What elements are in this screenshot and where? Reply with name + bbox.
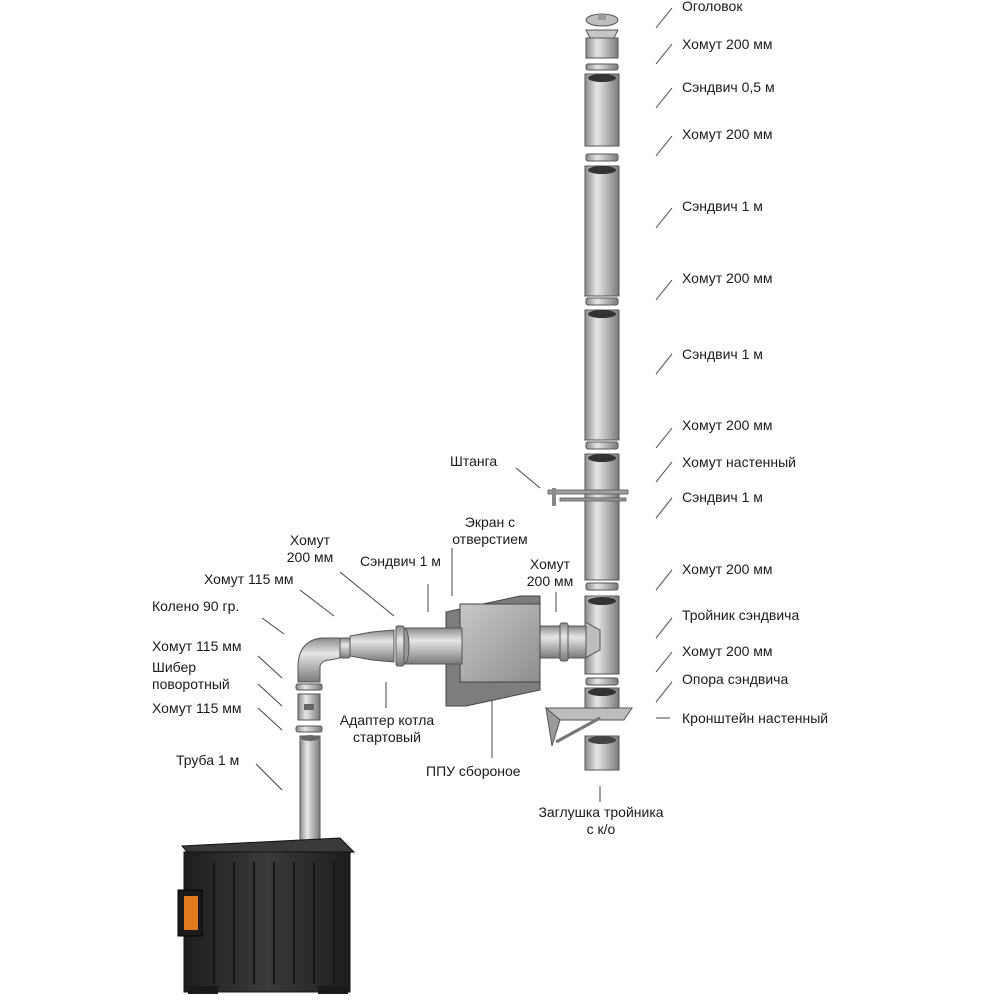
label-ekran-line2: отверстием bbox=[452, 531, 528, 547]
label-khomut-nastenny: Хомут настенный bbox=[682, 454, 796, 470]
sandwich-1-horizontal bbox=[398, 627, 463, 665]
sandwich-0-5 bbox=[584, 73, 620, 147]
label-zaglushka-line2: с к/о bbox=[586, 821, 616, 837]
clamp-200-3 bbox=[585, 297, 619, 306]
wall-clamp-rod bbox=[547, 488, 629, 506]
label-khomut-200-mid: Хомут 200 мм bbox=[512, 556, 588, 590]
fire-window bbox=[184, 896, 198, 930]
label-shiber-line1: Шибер bbox=[152, 659, 197, 675]
label-khomut-200-6: Хомут 200 мм bbox=[682, 643, 773, 659]
label-khomut-200-3: Хомут 200 мм bbox=[682, 270, 773, 286]
clamp-200-top bbox=[585, 63, 619, 71]
label-sendvich-1-b: Сэндвич 1 м bbox=[682, 346, 763, 362]
elbow-90 bbox=[297, 637, 341, 683]
clamp-200-6 bbox=[585, 677, 619, 686]
chimney-cap bbox=[585, 13, 619, 59]
label-sendvich-1-a: Сэндвич 1 м bbox=[682, 198, 763, 214]
sandwich-1-b bbox=[584, 309, 620, 441]
tee-plug bbox=[584, 735, 620, 771]
clamp-115-2 bbox=[295, 683, 323, 691]
sandwich-1-a bbox=[584, 165, 620, 297]
label-khomut-200-5: Хомут 200 мм bbox=[682, 561, 773, 577]
clamp-200-2 bbox=[585, 153, 619, 162]
clamp-115-1 bbox=[339, 637, 351, 659]
label-kronshteyn: Кронштейн настенный bbox=[682, 710, 829, 726]
label-khomut-200-4: Хомут 200 мм bbox=[682, 417, 773, 433]
label-ekran-line1: Экран с bbox=[464, 514, 516, 530]
boiler-adapter bbox=[349, 629, 395, 663]
label-adapter-line1: Адаптер котла bbox=[339, 712, 435, 728]
clamp-115-3 bbox=[295, 725, 323, 733]
clamp-200-5 bbox=[585, 582, 619, 591]
label-adapter: Адаптер котла стартовый bbox=[332, 712, 442, 746]
horizontal-run bbox=[295, 595, 587, 845]
label-khomut-200-1: Хомут 200 мм bbox=[682, 36, 773, 52]
clamp-200-4 bbox=[585, 441, 619, 450]
sandwich-tee bbox=[584, 595, 620, 675]
leader-lines bbox=[255, 7, 673, 802]
label-khomut-200-2: Хомут 200 мм bbox=[682, 126, 773, 142]
label-sendvich-05: Сэндвич 0,5 м bbox=[682, 79, 775, 95]
label-khomut-200-left-line2: 200 мм bbox=[286, 549, 334, 565]
label-khomut-200-mid-line2: 200 мм bbox=[526, 573, 574, 589]
stove bbox=[177, 837, 356, 994]
label-truba: Труба 1 м bbox=[176, 752, 240, 768]
label-zaglushka: Заглушка тройника с к/о bbox=[526, 804, 676, 838]
label-shiber: Шибер поворотный bbox=[152, 659, 230, 693]
sandwich-support bbox=[584, 687, 620, 709]
label-khomut-115-1: Хомут 115 мм bbox=[204, 571, 294, 587]
label-shiber-line2: поворотный bbox=[152, 676, 230, 692]
label-sendvich-1-h: Сэндвич 1 м bbox=[360, 553, 441, 569]
label-ekran: Экран с отверстием bbox=[440, 514, 540, 548]
vertical-chimney bbox=[544, 13, 633, 771]
label-khomut-200-left: Хомут 200 мм bbox=[272, 532, 348, 566]
label-khomut-200-mid-line1: Хомут bbox=[529, 556, 571, 572]
wall-bracket bbox=[544, 706, 633, 747]
label-ppu: ППУ сбороное bbox=[426, 763, 521, 779]
clamp-200-left bbox=[395, 625, 405, 667]
label-khomut-115-2: Хомут 115 мм bbox=[152, 638, 242, 654]
label-shtanga: Штанга bbox=[450, 453, 498, 469]
label-sendvich-1-c: Сэндвич 1 м bbox=[682, 489, 763, 505]
label-khomut-115-3: Хомут 115 мм bbox=[152, 700, 242, 716]
sandwich-1-c bbox=[584, 453, 620, 581]
label-koleno: Колено 90 гр. bbox=[152, 598, 240, 614]
label-ogolovok: Оголовок bbox=[682, 0, 743, 14]
label-opora: Опора сэндвича bbox=[682, 671, 789, 687]
label-zaglushka-line1: Заглушка тройника bbox=[538, 804, 664, 820]
clamp-200-horizontal bbox=[559, 622, 569, 662]
label-khomut-200-left-line1: Хомут bbox=[289, 532, 331, 548]
pipe-1m bbox=[299, 735, 321, 845]
rotary-damper bbox=[297, 693, 321, 721]
label-troynik: Тройник сэндвича bbox=[682, 607, 800, 623]
screen-with-hole bbox=[445, 595, 541, 707]
label-adapter-line2: стартовый bbox=[353, 729, 421, 745]
